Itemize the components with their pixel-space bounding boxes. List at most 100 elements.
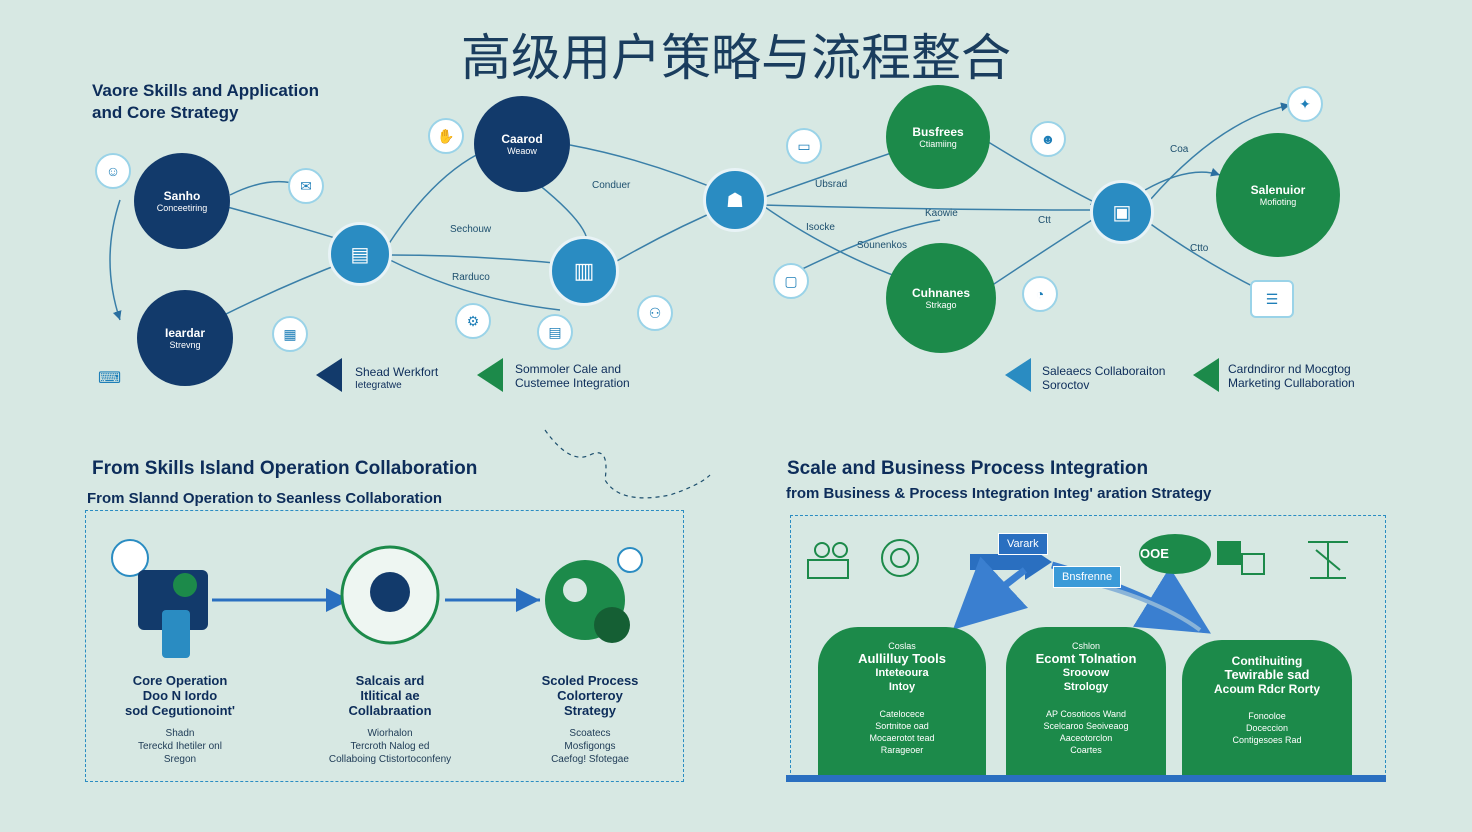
process-card[interactable]: Cshlon Ecomt Tolnation Sroovow Strology …: [1006, 627, 1166, 775]
card-title: Intoy: [888, 681, 916, 693]
legend-text: Ietegratwe: [355, 380, 402, 391]
step-sub-line: Caefog! Sfotegae: [551, 754, 629, 765]
card-title: Sroovow: [1062, 667, 1110, 679]
hub-node[interactable]: ☗: [703, 168, 767, 232]
edge-label: Sounenkos: [857, 240, 908, 251]
node-title: Ieardar: [164, 325, 206, 340]
left-section-subtitle: From Slannd Operation to Seanless Collab…: [87, 490, 443, 507]
top-left-heading-line2: and Core Strategy: [92, 103, 239, 122]
step-label-line: Colorteroy: [557, 688, 623, 703]
org-chart-icon: [1217, 541, 1241, 565]
base-bar: [786, 775, 1386, 782]
legend-item: Saleaecs Collaboraiton Soroctov: [1042, 364, 1165, 392]
connector: [389, 259, 561, 311]
step-label: Scoled Process Colorteroy Strategy: [510, 673, 670, 718]
right-section-subtitle: from Business & Process Integration Inte…: [786, 485, 1212, 502]
node-sub: Strevng: [169, 339, 201, 350]
truck-icon: ▣: [1112, 201, 1132, 224]
hub-node[interactable]: ▤: [328, 222, 392, 286]
connector: [789, 219, 941, 276]
decorative-dashed-path: [544, 429, 711, 499]
tree-icon: [1308, 541, 1348, 579]
top-left-heading: Vaore Skills and Application and Core St…: [92, 80, 319, 124]
device-block: [162, 610, 190, 658]
card-title: Acoum Rdcr Rorty: [1213, 682, 1320, 696]
card-sub: Fonooloe Doceccion Contigesoes Rad: [1182, 710, 1352, 746]
process-tag: Bnsfrenne: [1053, 566, 1122, 588]
step-sub-line: Mosfigongs: [564, 741, 616, 752]
node-business[interactable]: Busfrees Ctiamiing: [886, 85, 990, 189]
step-label-line: sod Cegutionoint': [125, 703, 235, 718]
legend-item: Cardndiror nd Mocgtog Marketing Cullabor…: [1228, 362, 1355, 390]
hub-node[interactable]: ▣: [1090, 180, 1154, 244]
left-section-box: [85, 510, 684, 782]
node-core-concept[interactable]: Sanho Conceetiring: [134, 153, 230, 249]
laptop-icon: ▭: [786, 128, 822, 164]
process-icons: [807, 539, 1348, 579]
document-icon: ▤: [537, 314, 573, 350]
legend-markers: [316, 358, 1219, 392]
card-sub-line: Contigesoes Rad: [1232, 735, 1302, 745]
page-title: 高级用户策略与流程整合: [461, 29, 1011, 87]
edge-label: Ubsrad: [815, 179, 848, 190]
legend-marker: [1193, 358, 1219, 392]
step-icon-bg: [111, 539, 149, 577]
edge-label: Kaowie: [925, 208, 958, 219]
step-sub-line: Sregon: [163, 754, 197, 765]
step-label-line: Strategy: [563, 703, 617, 718]
globe-icon: [890, 548, 910, 568]
globe-icon: [881, 539, 919, 577]
right-section-box: [790, 515, 1386, 778]
card-title: Contihuiting: [1231, 654, 1303, 668]
step-label-line: Itlitical ae: [360, 688, 420, 703]
node-sub: Ctiamiing: [919, 138, 957, 149]
edge-label: Sechouw: [450, 224, 492, 235]
edge-label: Conduer: [592, 180, 631, 191]
step-sub: Scoatecs Mosfigongs Caefog! Sfotegae: [510, 727, 670, 766]
building-icon: ▤: [350, 243, 370, 266]
legend-text: Custemee Integration: [515, 376, 630, 390]
card-sub-line: Aaceotorclon: [1059, 733, 1113, 743]
node-dot: [173, 573, 197, 597]
node-title: Cuhnanes: [911, 285, 970, 300]
node-weaow[interactable]: Caarod Weaow: [474, 96, 570, 192]
hub-node[interactable]: ▥: [549, 236, 619, 306]
step-sub-line: Shadn: [165, 728, 195, 739]
legend-marker: [1005, 358, 1031, 392]
team-blocks-icon: [814, 542, 830, 558]
process-badge: OOE: [1140, 546, 1169, 561]
edge-label: Isocke: [806, 222, 835, 233]
step-sub-line: Tercroth Nalog ed: [350, 741, 430, 752]
step-label-line: Salcais ard: [355, 673, 425, 688]
process-card[interactable]: Coslas Aullilluy Tools Inteteoura Intoy …: [818, 627, 986, 775]
card-title: Aullilluy Tools: [858, 651, 946, 666]
gear-icon: ⚙: [455, 303, 491, 339]
person-icon: ☗: [726, 189, 744, 212]
step-label-line: Core Operation: [132, 673, 228, 688]
node-customer[interactable]: Cuhnanes Strkago: [886, 243, 996, 353]
card-sub-line: Scelcaroo Seoiveaog: [1043, 721, 1129, 731]
gear-shape: [617, 547, 643, 573]
team-icon: ☻: [1030, 121, 1066, 157]
step-label: Salcais ard Itlitical ae Collabraation: [310, 673, 470, 718]
node-sales-marketing[interactable]: Salenuior Mofioting: [1216, 133, 1340, 257]
connector: [109, 199, 122, 321]
node-title: Caarod: [501, 131, 543, 146]
network-icon: ⚇: [637, 295, 673, 331]
legend-text: Soroctov: [1042, 378, 1090, 392]
process-tag: Varark: [998, 533, 1048, 555]
top-left-heading-line1: Vaore Skills and Application: [92, 81, 320, 100]
legend-text: Marketing Cullaboration: [1228, 376, 1355, 390]
gear-shape: [563, 578, 587, 602]
connector: [1144, 219, 1261, 291]
legend-marker: [477, 358, 503, 392]
node-leader-strategy[interactable]: Ieardar Strevng: [137, 290, 233, 386]
process-card[interactable]: Contihuiting Tewirable sad Acoum Rdcr Ro…: [1182, 640, 1352, 775]
team-blocks-icon: [807, 559, 849, 579]
card-title: Inteteoura: [875, 667, 929, 679]
step-sub-line: Scoatecs: [569, 728, 611, 739]
monitor-icon: ▢: [773, 263, 809, 299]
step-sub-line: Collaboing Ctistortoconfeny: [328, 754, 452, 765]
edge-label: Ctt: [1038, 215, 1051, 226]
step-label: Core Operation Doo N Iordo sod Cegutiono…: [100, 673, 260, 718]
